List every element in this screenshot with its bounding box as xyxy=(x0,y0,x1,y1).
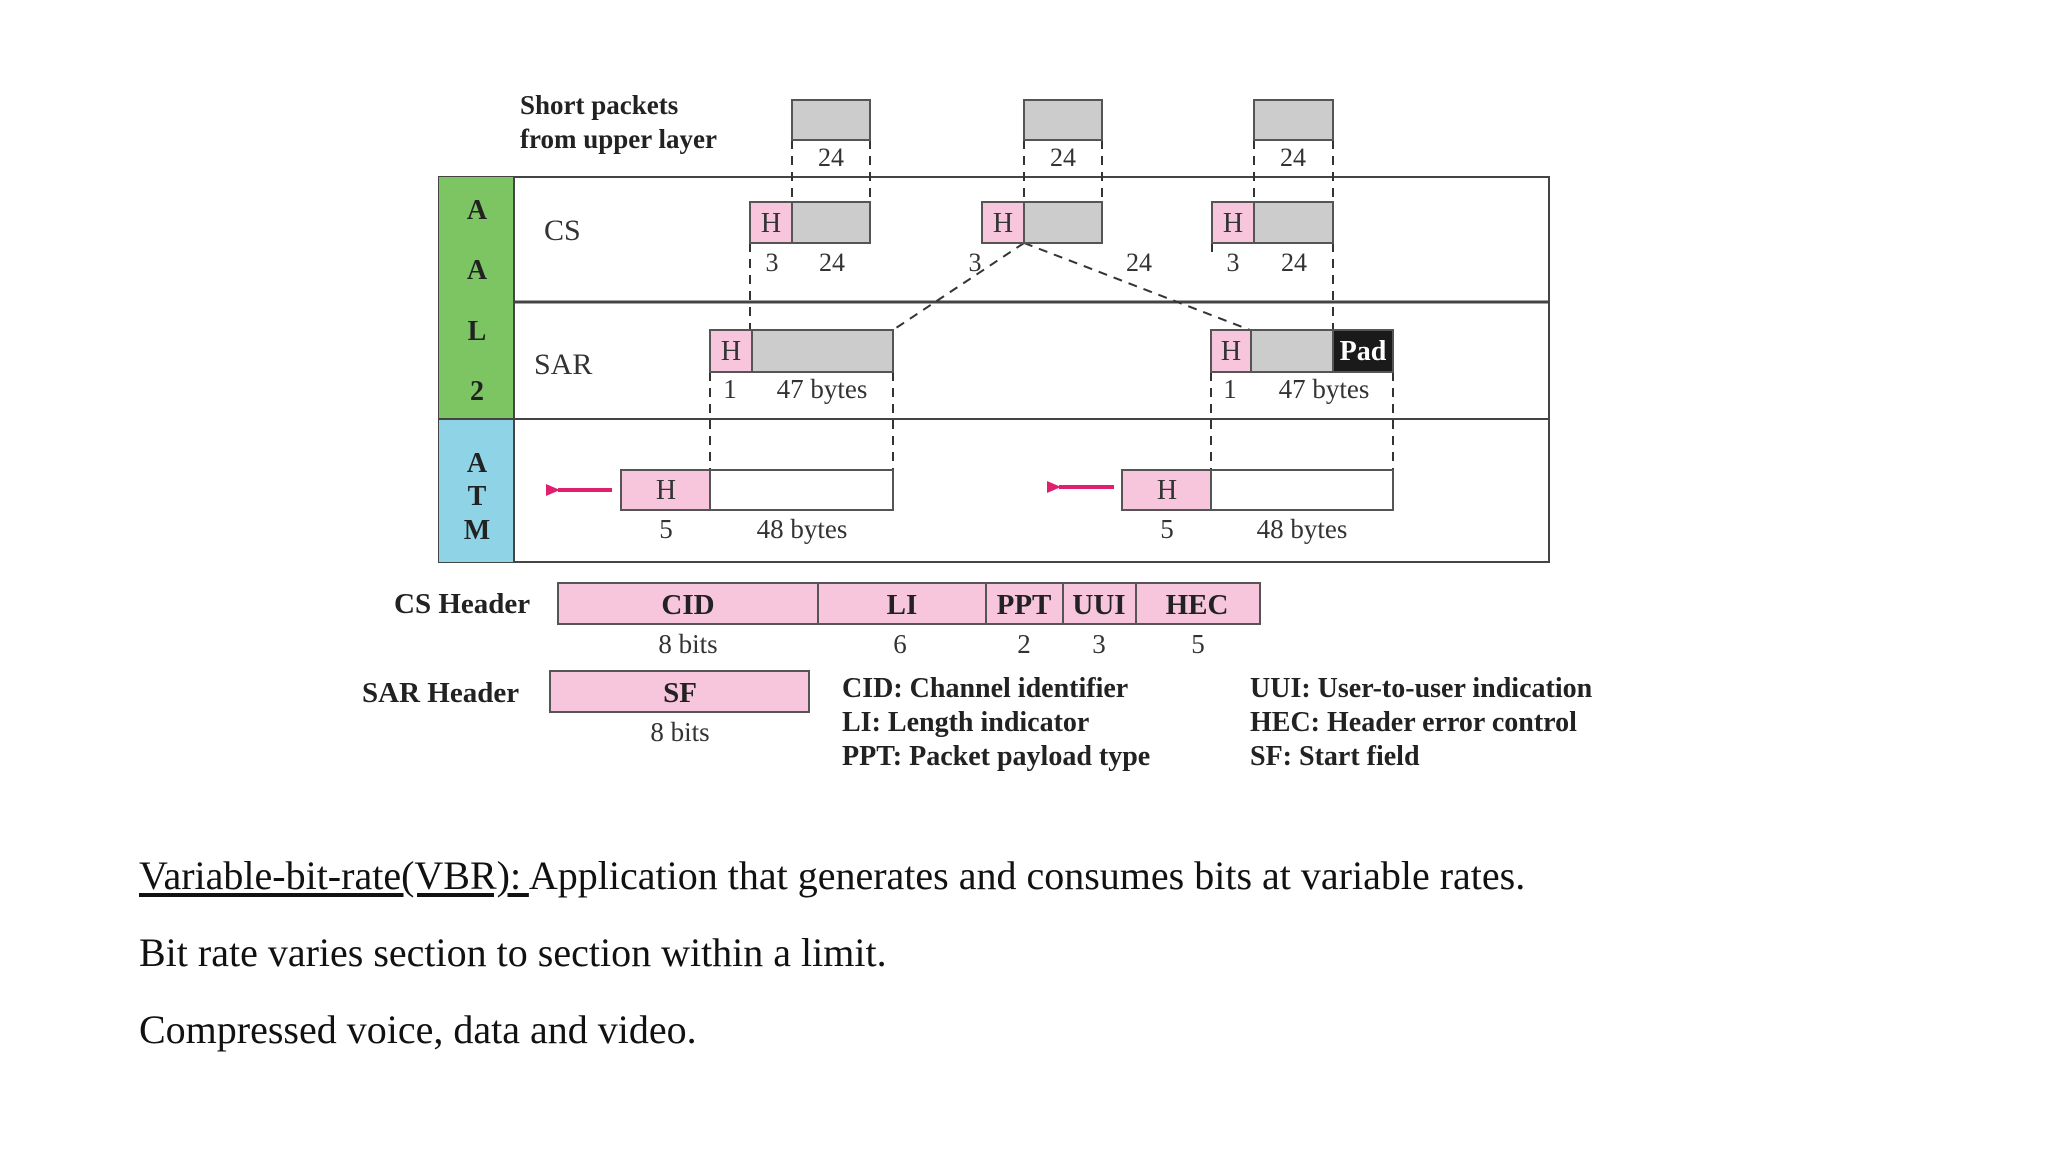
li-field-bits: 6 xyxy=(893,629,907,659)
h-size: 3 xyxy=(766,248,779,277)
atm-payload-box xyxy=(709,469,894,511)
sar-packet-2: H Pad 1 47 bytes xyxy=(1210,329,1394,404)
sf-field xyxy=(549,670,810,713)
upper-packet-size: 24 xyxy=(1280,143,1306,172)
legend-cid: CID: Channel identifier xyxy=(842,673,1128,704)
cid-field-bits: 8 bits xyxy=(658,629,717,659)
guide-lines xyxy=(709,140,1394,470)
sf-field-name: SF xyxy=(663,677,697,709)
payload-size: 24 xyxy=(1281,248,1307,277)
abbreviation-legend: CID: Channel identifier LI: Length indic… xyxy=(842,673,1593,772)
atm-payload-box xyxy=(1210,469,1394,511)
vbr-description: Application that generates and consumes … xyxy=(528,853,1526,898)
h-size: 3 xyxy=(1227,248,1240,277)
li-field-name: LI xyxy=(887,589,918,621)
cs-packet-3: H 3 24 xyxy=(1211,201,1334,277)
uui-field-bits: 3 xyxy=(1092,629,1106,659)
atm-letter-a: A xyxy=(467,448,488,479)
hec-field-name: HEC xyxy=(1166,589,1229,621)
aal2-letter-l: L xyxy=(468,316,487,347)
payload-size: 24 xyxy=(819,248,845,277)
h-size: 5 xyxy=(1160,514,1174,544)
upper-packet-2: 24 xyxy=(1023,99,1103,172)
h-label: H xyxy=(721,336,741,367)
cid-field xyxy=(557,582,819,625)
uui-field-name: UUI xyxy=(1072,589,1125,621)
sar-packet-1: H 1 47 bytes xyxy=(709,329,894,404)
vbr-term: Variable-bit-rate(VBR): xyxy=(139,853,529,898)
cs-payload-box xyxy=(1023,201,1103,244)
payload-size: 47 bytes xyxy=(777,374,868,404)
cs-header-format: CS Header CID LI PPT UUI HEC 8 bits 6 2 … xyxy=(394,582,1261,659)
legend-hec: HEC: Header error control xyxy=(1250,707,1577,738)
legend-sf: SF: Start field xyxy=(1250,741,1420,772)
sar-row-label: SAR xyxy=(534,348,592,381)
h-label: H xyxy=(656,475,676,506)
cs-payload-box xyxy=(791,201,871,244)
upper-layer-label-1: Short packets xyxy=(520,90,678,120)
sf-field-bits: 8 bits xyxy=(650,717,709,747)
pad-box xyxy=(1332,329,1394,373)
cs-packet-1: H 3 24 xyxy=(749,201,871,277)
upper-packet-size: 24 xyxy=(818,143,844,172)
atm-cell-2: H 5 48 bytes xyxy=(1047,469,1394,544)
bit-rate-line: Bit rate varies section to section withi… xyxy=(139,930,887,975)
sar-header-label: SAR Header xyxy=(362,677,519,709)
cs-header-box xyxy=(981,201,1025,244)
aal2-letter-2: 2 xyxy=(470,376,484,407)
sar-payload-box xyxy=(751,329,894,373)
h-label: H xyxy=(1221,336,1241,367)
aal2-letter-a1: A xyxy=(467,195,488,226)
vbr-definition: Variable-bit-rate(VBR): Application that… xyxy=(139,852,1525,899)
sar-header-box xyxy=(1210,329,1252,373)
atm-header-box xyxy=(620,469,711,511)
atm-header-box xyxy=(1121,469,1212,511)
legend-li: LI: Length indicator xyxy=(842,707,1089,738)
aal2-diagram: Short packets from upper layer A A L 2 A… xyxy=(362,90,1593,772)
cs-payload-box xyxy=(1253,201,1334,244)
upper-packet-3: 24 xyxy=(1253,99,1334,172)
aal2-band xyxy=(439,177,514,419)
legend-uui: UUI: User-to-user indication xyxy=(1250,673,1593,704)
aal2-letter-a2: A xyxy=(467,255,488,286)
hec-field xyxy=(1135,582,1261,625)
cs-header-box xyxy=(1211,201,1255,244)
atm-letter-t: T xyxy=(468,481,487,512)
uui-field xyxy=(1062,582,1137,625)
ppt-field xyxy=(985,582,1064,625)
cs-header-label: CS Header xyxy=(394,588,530,620)
h-size: 1 xyxy=(723,374,737,404)
ppt-field-name: PPT xyxy=(997,589,1052,621)
upper-layer-label-2: from upper layer xyxy=(520,124,717,154)
upper-packet-1: 24 xyxy=(791,99,871,172)
h-label: H xyxy=(761,208,781,239)
h-label: H xyxy=(1157,475,1177,506)
legend-ppt: PPT: Packet payload type xyxy=(842,741,1150,772)
payload-size: 24 xyxy=(1126,248,1152,277)
h-size: 3 xyxy=(969,248,982,277)
cs-header-box xyxy=(749,201,793,244)
li-field xyxy=(817,582,987,625)
atm-band xyxy=(439,419,514,562)
examples-line: Compressed voice, data and video. xyxy=(139,1007,697,1052)
h-label: H xyxy=(993,208,1013,239)
hec-field-bits: 5 xyxy=(1191,629,1205,659)
h-label: H xyxy=(1223,208,1243,239)
payload-size: 48 bytes xyxy=(1257,514,1348,544)
ppt-field-bits: 2 xyxy=(1017,629,1031,659)
payload-size: 48 bytes xyxy=(757,514,848,544)
pad-label: Pad xyxy=(1340,336,1387,367)
h-size: 1 xyxy=(1223,374,1237,404)
atm-cell-1: H 5 48 bytes xyxy=(546,469,894,544)
h-size: 5 xyxy=(659,514,673,544)
cid-field-name: CID xyxy=(661,589,714,621)
atm-letter-m: M xyxy=(464,515,490,546)
upper-packet-size: 24 xyxy=(1050,143,1076,172)
sar-payload-box xyxy=(1250,329,1334,373)
sar-header-format: SAR Header SF 8 bits xyxy=(362,670,810,747)
payload-size: 47 bytes xyxy=(1279,374,1370,404)
cs-packet-2: H 3 24 xyxy=(969,201,1152,277)
cs-row-label: CS xyxy=(544,214,581,247)
